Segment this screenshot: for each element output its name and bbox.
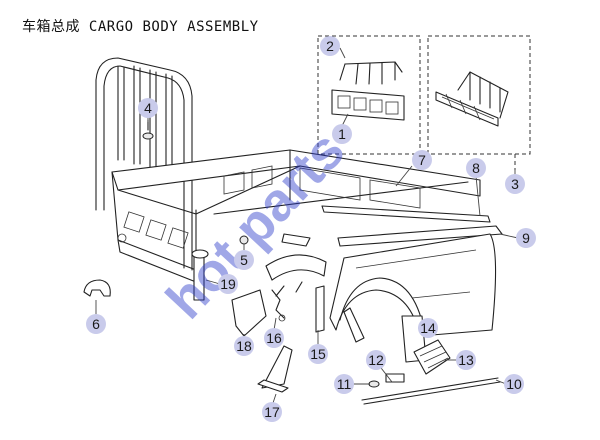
callout-5: 5: [234, 250, 254, 270]
vent-grille: [413, 339, 451, 375]
svg-text:14: 14: [420, 320, 436, 336]
svg-text:10: 10: [506, 376, 522, 392]
svg-text:17: 17: [264, 404, 280, 420]
callout-7: 7: [412, 150, 432, 170]
svg-text:15: 15: [310, 346, 326, 362]
group-box-tailgate: [317, 35, 421, 155]
svg-text:13: 13: [458, 352, 474, 368]
tailgate-panel: [331, 89, 405, 121]
svg-text:6: 6: [92, 316, 100, 332]
cab-guard-frame: [95, 57, 193, 271]
rubber-cap: [83, 279, 111, 297]
svg-text:11: 11: [337, 376, 352, 392]
callout-16: 16: [264, 328, 284, 348]
wheel-arch-left: [265, 254, 327, 297]
svg-text:7: 7: [418, 152, 426, 168]
callout-8: 8: [466, 158, 486, 178]
svg-text:5: 5: [240, 252, 248, 268]
tailgate-rail: [339, 61, 403, 85]
callout-2: 2: [320, 36, 340, 56]
callout-4: 4: [138, 98, 158, 118]
diagram-title: 车箱总成 CARGO BODY ASSEMBLY: [22, 19, 259, 35]
lower-strip: [361, 377, 499, 401]
mud-flap-bracket: [231, 289, 267, 337]
callout-18: 18: [234, 336, 254, 356]
svg-text:3: 3: [511, 176, 519, 192]
callout-17: 17: [262, 402, 282, 422]
svg-text:1: 1: [338, 126, 346, 142]
callout-19: 19: [218, 274, 238, 294]
stay-bar: [315, 285, 325, 333]
callout-12: 12: [366, 350, 386, 370]
rear-fender-panel: [329, 233, 497, 337]
callout-13: 13: [456, 350, 476, 370]
svg-text:19: 19: [220, 276, 236, 292]
name-plate: [281, 233, 311, 247]
svg-text:4: 4: [144, 100, 152, 116]
svg-text:16: 16: [266, 330, 282, 346]
bushing: [142, 119, 154, 140]
rubber-pad: [368, 380, 380, 388]
callout-3: 3: [505, 174, 525, 194]
callout-15: 15: [308, 344, 328, 364]
callout-11: 11: [334, 374, 354, 394]
svg-text:2: 2: [326, 38, 334, 54]
svg-text:8: 8: [472, 160, 480, 176]
bolt-part: [271, 289, 286, 322]
side-rail-upper: [321, 205, 491, 223]
svg-text:12: 12: [368, 352, 384, 368]
callout-9: 9: [516, 228, 536, 248]
callout-6: 6: [86, 314, 106, 334]
cargo-box-body: [111, 149, 481, 283]
callout-14: 14: [418, 318, 438, 338]
callout-1: 1: [332, 124, 352, 144]
side-board-assembly: [435, 71, 509, 127]
svg-text:18: 18: [236, 338, 252, 354]
liner-hanger: [343, 307, 365, 343]
svg-text:9: 9: [522, 230, 530, 246]
callout-10: 10: [504, 374, 524, 394]
group-box-sideboard: [427, 35, 531, 155]
